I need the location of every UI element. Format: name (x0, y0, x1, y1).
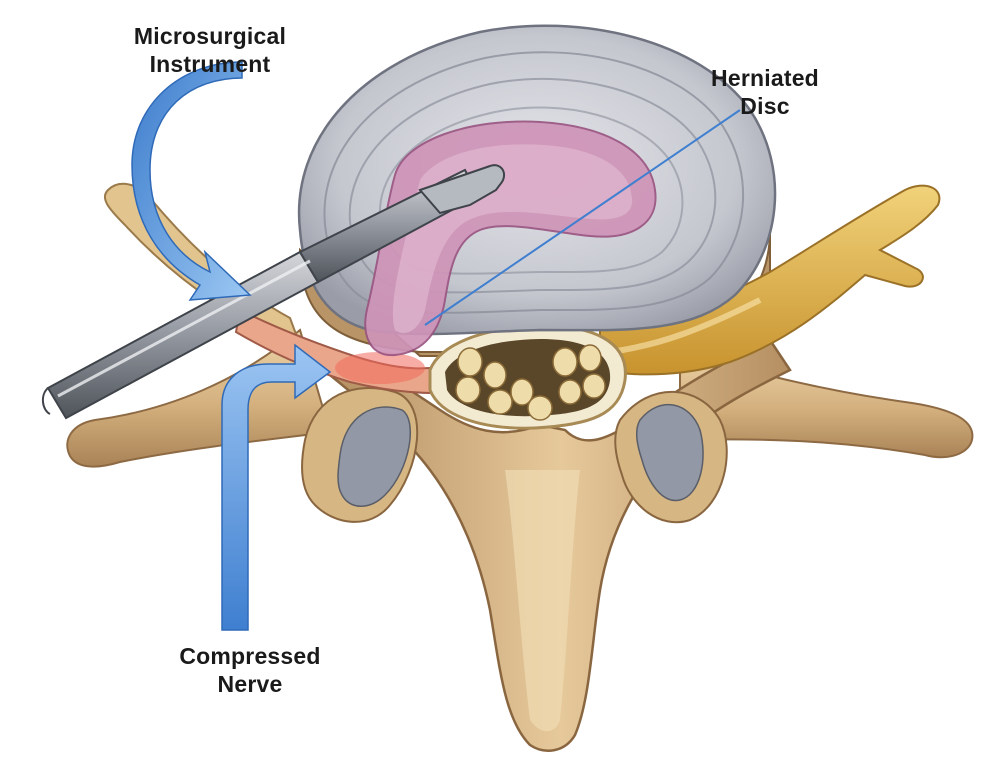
compressed-nerve-label-line2: Nerve (150, 670, 350, 698)
compressed-nerve-label: Compressed Nerve (150, 642, 350, 698)
compression-site (335, 352, 425, 384)
herniated-disc-label-line1: Herniated (690, 64, 840, 92)
microsurgical-instrument-label-line1: Microsurgical (110, 22, 310, 50)
spinal-canal (430, 326, 625, 428)
compressed-nerve-label-line1: Compressed (150, 642, 350, 670)
right-facet-joint (615, 392, 727, 522)
instrument-arrow (132, 62, 250, 300)
herniated-disc-label: Herniated Disc (690, 64, 840, 120)
herniated-disc-label-line2: Disc (690, 92, 840, 120)
microsurgical-instrument-label: Microsurgical Instrument (110, 22, 310, 78)
left-facet-joint (302, 388, 417, 522)
microsurgical-instrument-label-line2: Instrument (110, 50, 310, 78)
